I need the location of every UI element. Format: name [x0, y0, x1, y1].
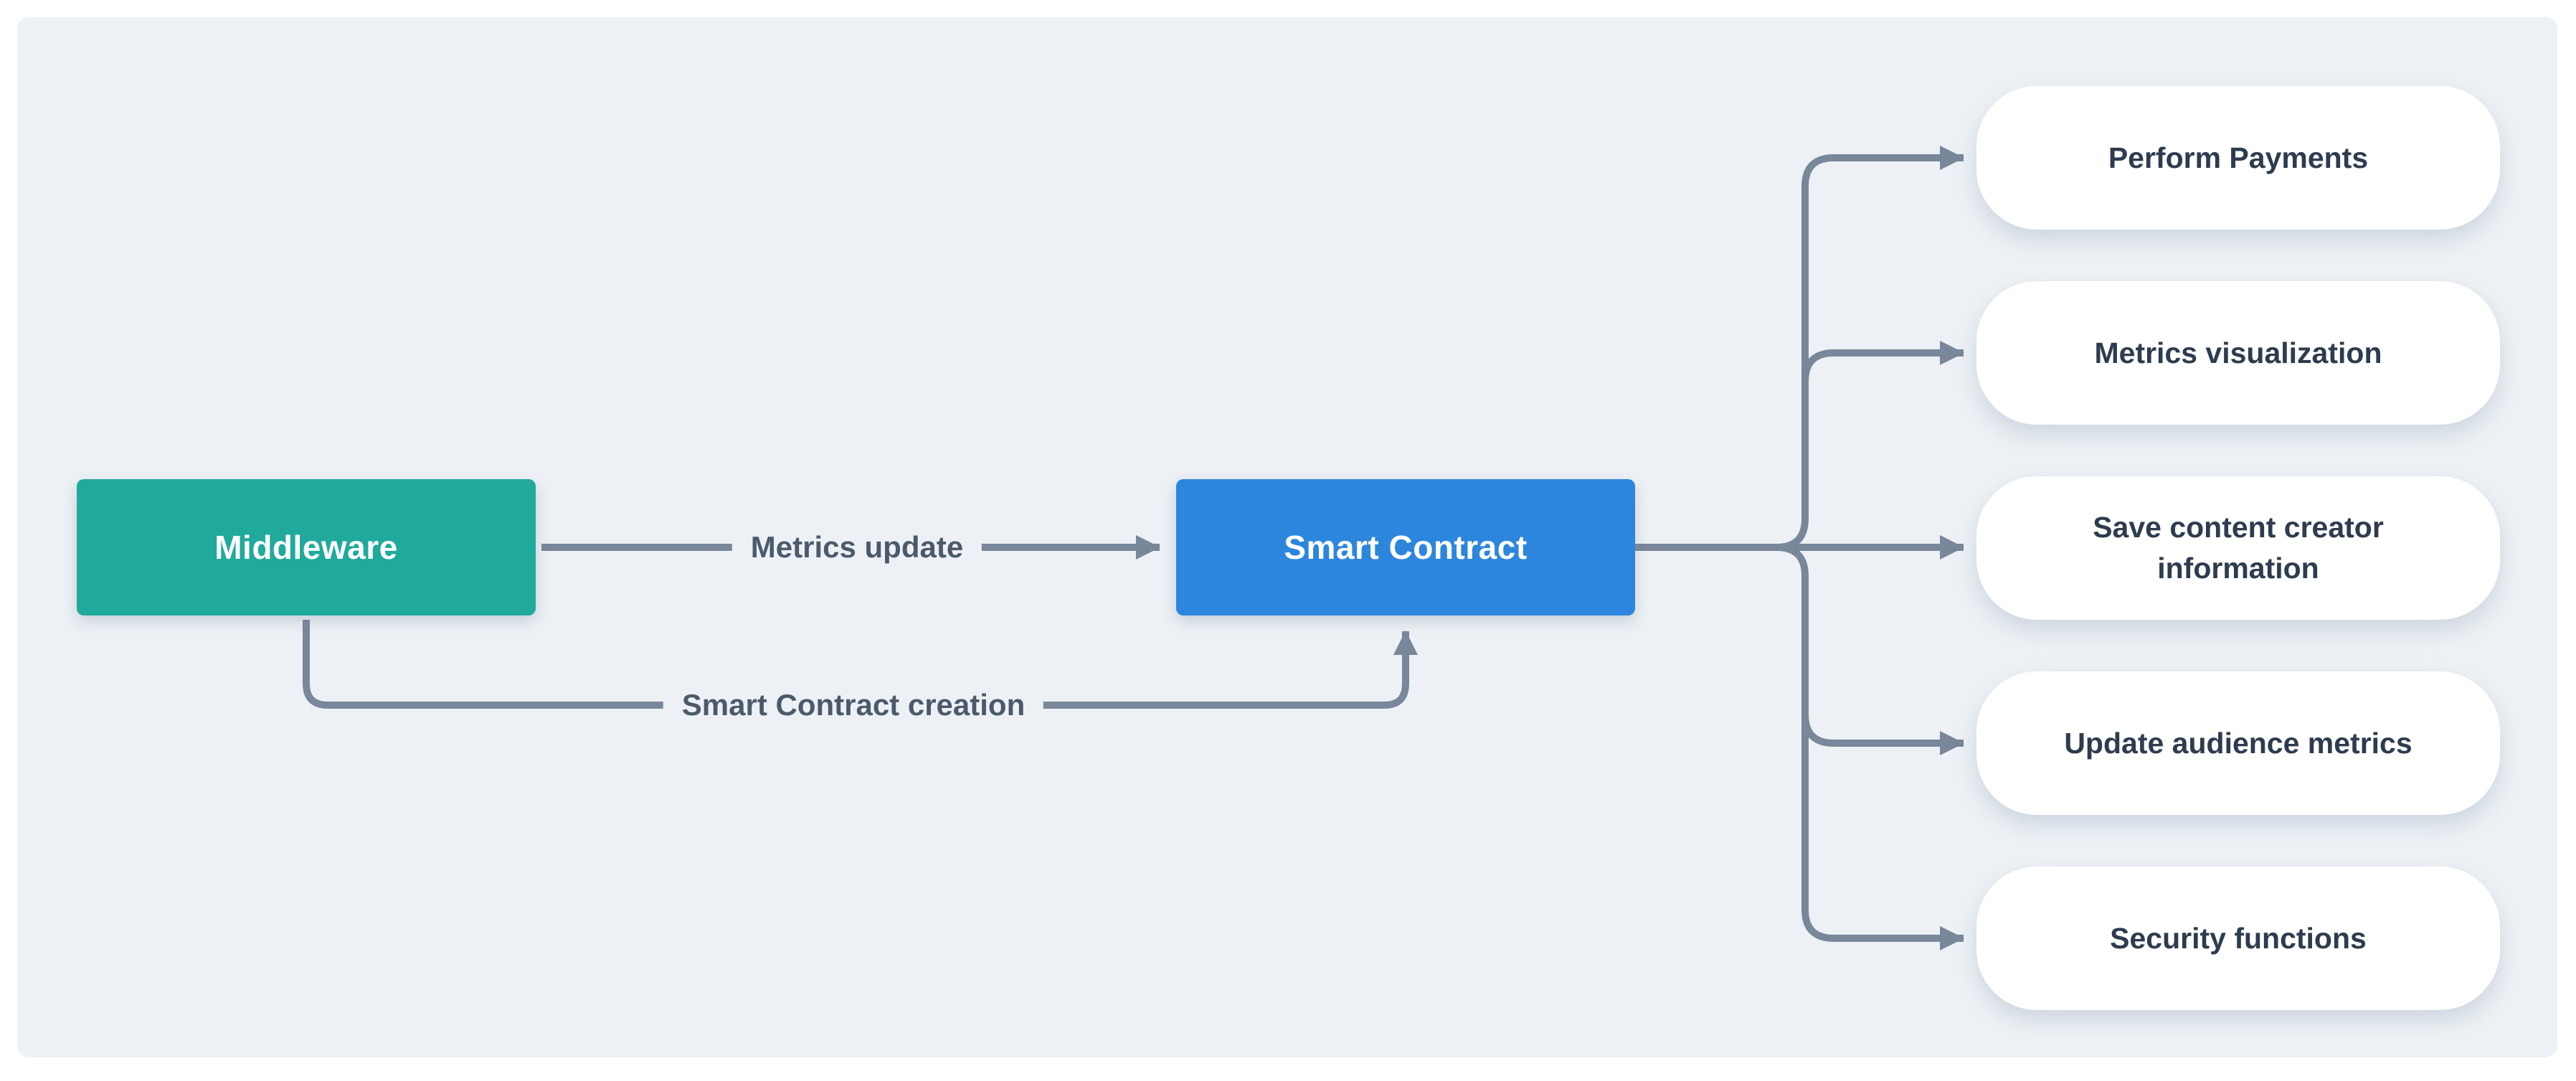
node-smart-contract: Smart Contract: [1176, 479, 1635, 615]
pill-metrics-visualization: Metrics visualization: [1976, 281, 2500, 425]
pill-save-content-creator-information-label: Save content creator information: [2093, 511, 2384, 585]
pill-update-audience-metrics: Update audience metrics: [1976, 671, 2500, 815]
edge-label-metrics-update: Metrics update: [731, 526, 982, 569]
node-middleware-label: Middleware: [214, 529, 398, 566]
pill-metrics-visualization-label: Metrics visualization: [2094, 336, 2382, 369]
edge-label-smart-contract-creation: Smart Contract creation: [663, 684, 1044, 727]
pill-save-content-creator-information: Save content creator information: [1976, 476, 2500, 620]
pill-perform-payments: Perform Payments: [1976, 86, 2500, 230]
node-middleware: Middleware: [77, 479, 536, 615]
pill-security-functions: Security functions: [1976, 867, 2500, 1010]
pill-perform-payments-label: Perform Payments: [2108, 141, 2369, 174]
node-smart-contract-label: Smart Contract: [1284, 529, 1528, 566]
pill-update-audience-metrics-label: Update audience metrics: [2064, 726, 2412, 760]
pill-security-functions-label: Security functions: [2110, 921, 2367, 955]
